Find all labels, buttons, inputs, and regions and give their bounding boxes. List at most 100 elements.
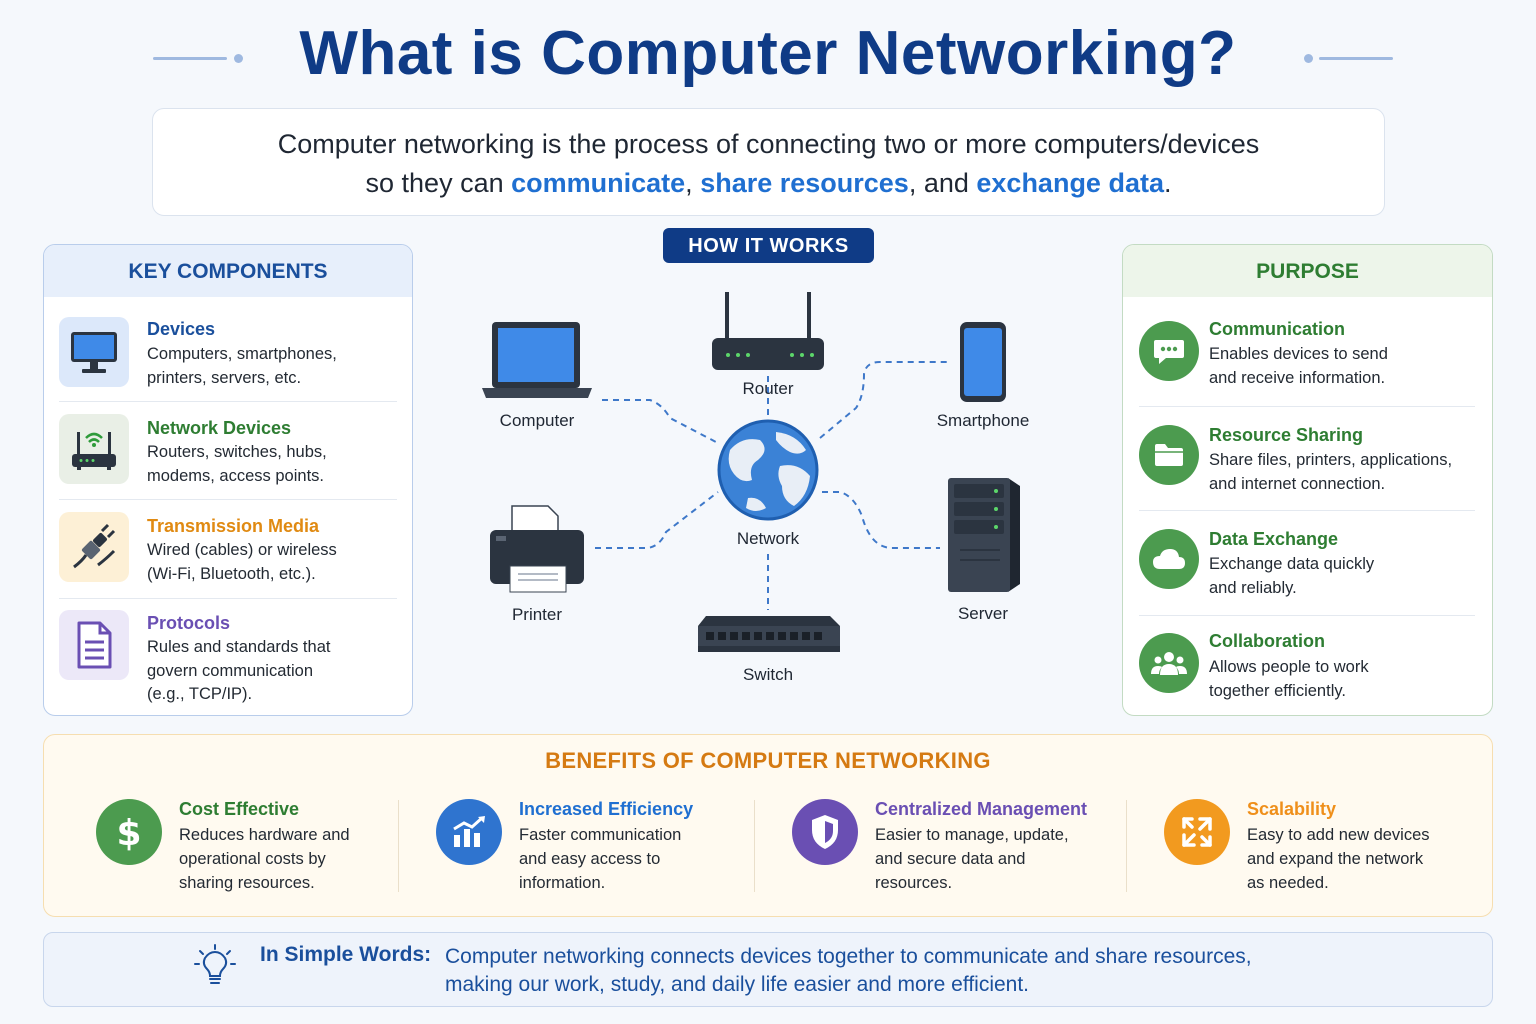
globe-icon bbox=[717, 419, 819, 521]
desc-line: Easy to add new devices bbox=[1247, 826, 1430, 844]
router-icon bbox=[59, 414, 129, 484]
svg-text:$: $ bbox=[116, 813, 141, 852]
benefit-title-centralized-management: Centralized Management bbox=[875, 799, 1088, 819]
switch-icon bbox=[698, 616, 840, 652]
benefits-heading: BENEFITS OF COMPUTER NETWORKING bbox=[545, 748, 991, 773]
server-icon bbox=[948, 478, 1020, 592]
benefit-title-scalability: Scalability bbox=[1247, 799, 1337, 819]
dollar-icon: $ bbox=[96, 799, 162, 865]
purpose-heading: PURPOSE bbox=[1123, 245, 1492, 297]
benefit-desc-increased-efficiency: Faster communication and easy access to … bbox=[519, 823, 681, 895]
benefit-desc-scalability: Easy to add new devices and expand the n… bbox=[1247, 823, 1430, 895]
intro-line-2: so they can communicate, share resources… bbox=[153, 164, 1384, 203]
desc-line: (Wi-Fi, Bluetooth, etc.). bbox=[147, 564, 316, 583]
desc-line: sharing resources. bbox=[179, 874, 315, 892]
node-label-network: Network bbox=[736, 529, 800, 548]
divider bbox=[1139, 510, 1475, 511]
title-decoration-dot-right bbox=[1304, 54, 1313, 63]
divider bbox=[59, 598, 397, 599]
intro-sep: , bbox=[685, 168, 701, 198]
desc-line: Faster communication bbox=[519, 826, 682, 844]
purpose-desc-communication: Enables devices to send and receive info… bbox=[1209, 343, 1388, 390]
desc-line: Enables devices to send bbox=[1209, 345, 1388, 363]
benefit-desc-cost-effective: Reduces hardware and operational costs b… bbox=[179, 823, 350, 895]
benefit-title-increased-efficiency: Increased Efficiency bbox=[519, 799, 694, 819]
page-title: What is Computer Networking? bbox=[299, 19, 1237, 88]
simple-words-line: Computer networking connects devices tog… bbox=[445, 945, 1252, 968]
purpose-title-collaboration: Collaboration bbox=[1209, 631, 1325, 651]
simple-words-text: Computer networking connects devices tog… bbox=[445, 943, 1252, 999]
node-label-server: Server bbox=[957, 604, 1009, 623]
desc-line: Wired (cables) or wireless bbox=[147, 541, 337, 559]
desc-line: Routers, switches, hubs, bbox=[147, 443, 327, 461]
title-decoration-right bbox=[1319, 57, 1393, 60]
benefits-panel bbox=[43, 734, 1493, 917]
divider bbox=[1139, 406, 1475, 407]
purpose-panel: PURPOSE Communication Enables devices to… bbox=[1122, 244, 1493, 716]
component-title-devices: Devices bbox=[147, 319, 216, 339]
cable-plug-icon bbox=[59, 512, 129, 582]
shield-icon bbox=[792, 799, 858, 865]
component-title-network-devices: Network Devices bbox=[147, 418, 292, 438]
benefit-separator bbox=[398, 800, 399, 892]
how-it-works-badge: HOW IT WORKS bbox=[663, 228, 874, 263]
people-icon bbox=[1139, 633, 1199, 693]
component-desc-protocols: Rules and standards that govern communic… bbox=[147, 636, 330, 707]
purpose-title-communication: Communication bbox=[1209, 319, 1346, 339]
benefit-desc-centralized-management: Easier to manage, update, and secure dat… bbox=[875, 823, 1069, 895]
desc-line: (e.g., TCP/IP). bbox=[147, 685, 253, 703]
simple-words-line: making our work, study, and daily life e… bbox=[445, 973, 1030, 996]
desc-line: and easy access to bbox=[519, 850, 661, 868]
key-components-heading: KEY COMPONENTS bbox=[44, 245, 412, 297]
intro-sep: , and bbox=[908, 168, 977, 198]
key-components-panel: KEY COMPONENTS Devices Computers, smartp… bbox=[43, 244, 413, 716]
divider bbox=[59, 499, 397, 500]
desc-line: and secure data and bbox=[875, 850, 1026, 868]
node-label-computer: Computer bbox=[499, 411, 575, 430]
component-desc-transmission-media: Wired (cables) or wireless (Wi-Fi, Bluet… bbox=[147, 539, 337, 586]
chat-icon bbox=[1139, 321, 1199, 381]
laptop-icon bbox=[482, 322, 592, 398]
benefit-separator bbox=[754, 800, 755, 892]
purpose-title-resource-sharing: Resource Sharing bbox=[1209, 425, 1364, 445]
network-diagram bbox=[482, 292, 1020, 652]
desc-line: and reliably. bbox=[1209, 578, 1297, 597]
intro-line-1: Computer networking is the process of co… bbox=[277, 129, 1260, 159]
desc-line: Rules and standards that bbox=[147, 638, 331, 656]
desc-line: Allows people to work bbox=[1209, 658, 1369, 676]
desc-line: information. bbox=[519, 874, 606, 892]
purpose-desc-collaboration: Allows people to work together efficient… bbox=[1209, 656, 1369, 703]
benefit-separator bbox=[1126, 800, 1127, 892]
purpose-desc-resource-sharing: Share files, printers, applications, and… bbox=[1209, 449, 1452, 496]
desc-line: Exchange data quickly bbox=[1209, 555, 1375, 573]
title-decoration-left bbox=[153, 57, 227, 60]
desc-line: as needed. bbox=[1247, 874, 1329, 892]
folder-icon bbox=[1139, 425, 1199, 485]
network-connectors bbox=[595, 361, 950, 610]
connector-computer bbox=[602, 399, 717, 443]
divider bbox=[59, 401, 397, 402]
cloud-icon bbox=[1139, 529, 1199, 589]
connector-smartphone bbox=[819, 361, 950, 439]
desc-line: printers, servers, etc. bbox=[147, 368, 302, 387]
desc-line: together efficiently. bbox=[1209, 681, 1346, 700]
divider bbox=[1139, 615, 1475, 616]
node-label-switch: Switch bbox=[742, 665, 794, 684]
desc-line: and expand the network bbox=[1247, 850, 1424, 868]
expand-arrows-icon bbox=[1164, 799, 1230, 865]
printer-icon bbox=[490, 505, 584, 593]
desc-line: and internet connection. bbox=[1209, 474, 1386, 493]
node-label-smartphone: Smartphone bbox=[936, 411, 1030, 430]
smartphone-icon bbox=[960, 322, 1006, 402]
desc-line: Computers, smartphones, bbox=[147, 345, 337, 363]
router-node-icon bbox=[712, 292, 824, 370]
desc-line: Reduces hardware and bbox=[179, 826, 350, 844]
desc-line: Share files, printers, applications, bbox=[1209, 451, 1453, 469]
node-label-printer: Printer bbox=[511, 605, 563, 624]
desc-line: govern communication bbox=[147, 661, 313, 680]
node-label-router: Router bbox=[742, 379, 794, 398]
chart-up-icon bbox=[436, 799, 502, 865]
highlight-share-resources: share resources bbox=[700, 168, 909, 198]
intro-end: . bbox=[1163, 168, 1172, 198]
component-desc-network-devices: Routers, switches, hubs, modems, access … bbox=[147, 441, 327, 488]
